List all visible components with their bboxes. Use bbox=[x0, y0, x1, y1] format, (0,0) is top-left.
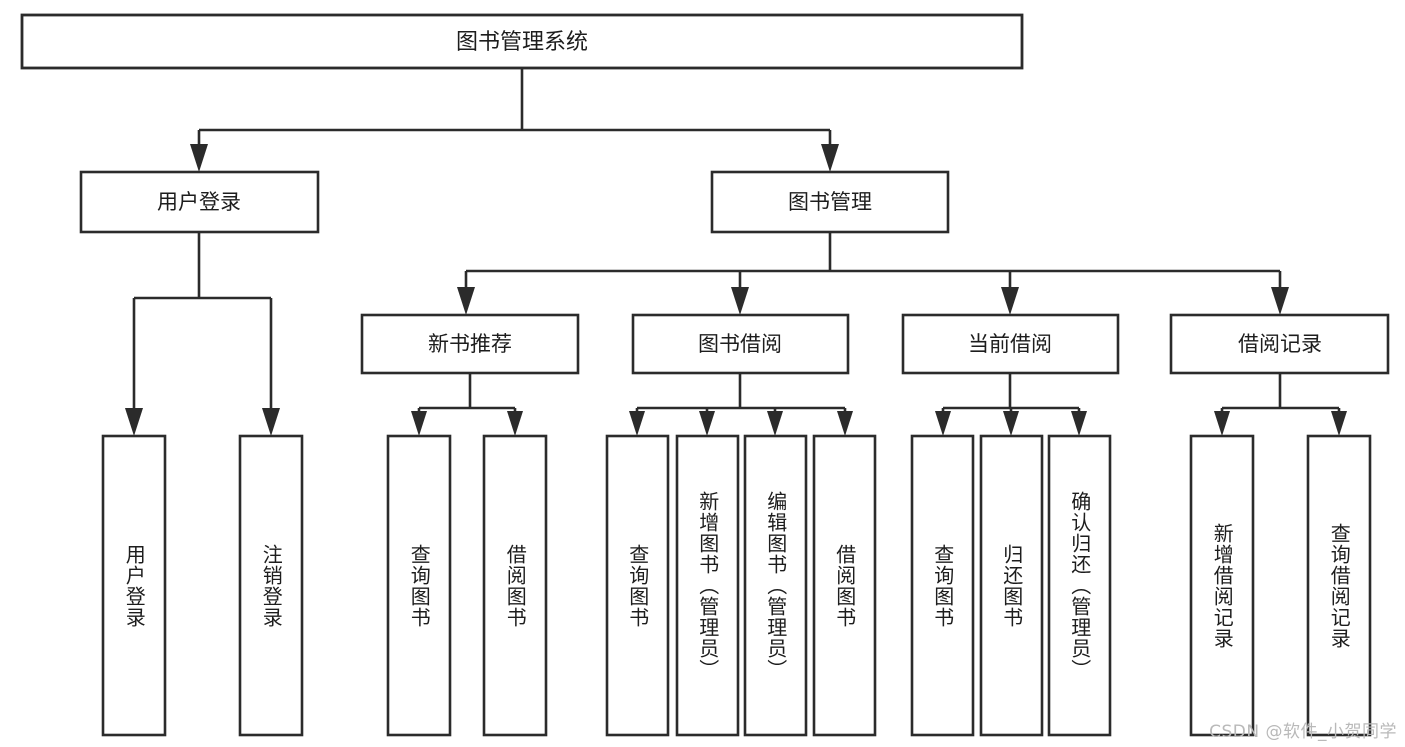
node-leaf-query-book-1[interactable]: 查询图书 bbox=[386, 434, 452, 737]
arrow-head-leaf-logout-login bbox=[262, 408, 280, 436]
node-root[interactable]: 图书管理系统 bbox=[20, 13, 1024, 70]
node-new-book-recommend-box[interactable] bbox=[360, 313, 580, 375]
node-leaf-add-book-label: 新增图书（管理员） bbox=[695, 491, 720, 680]
node-leaf-query-record[interactable]: 查询借阅记录 bbox=[1306, 434, 1372, 737]
arrow-head-user-login bbox=[190, 144, 208, 172]
node-leaf-query-book-3[interactable]: 查询图书 bbox=[910, 434, 975, 737]
node-leaf-borrow-book-2-label: 借阅图书 bbox=[832, 543, 857, 628]
node-leaf-return-book[interactable]: 归还图书 bbox=[979, 434, 1044, 737]
node-leaf-add-record-box[interactable] bbox=[1189, 434, 1255, 737]
node-book-borrow-label: 图书借阅 bbox=[698, 332, 782, 356]
node-user-login-box[interactable] bbox=[79, 170, 320, 234]
node-book-management-box[interactable] bbox=[710, 170, 950, 234]
node-new-book-recommend[interactable]: 新书推荐 bbox=[360, 313, 580, 375]
arrow-head-leaf-borrow-book-2 bbox=[837, 411, 853, 436]
connector-group-root bbox=[190, 68, 839, 172]
node-current-borrow-label: 当前借阅 bbox=[968, 332, 1052, 356]
node-leaf-user-login-label: 用户登录 bbox=[122, 543, 147, 628]
node-leaf-query-record-label: 查询借阅记录 bbox=[1327, 522, 1352, 649]
arrow-head-leaf-borrow-book-1 bbox=[507, 411, 523, 436]
connector-group-book-borrow bbox=[629, 373, 853, 436]
arrow-head-leaf-query-record bbox=[1331, 411, 1347, 436]
arrow-head-book-borrow bbox=[731, 287, 749, 315]
arrow-head-leaf-add-book bbox=[699, 411, 715, 436]
node-leaf-user-login[interactable]: 用户登录 bbox=[101, 434, 167, 737]
node-new-book-recommend-label: 新书推荐 bbox=[428, 332, 512, 356]
node-user-login[interactable]: 用户登录 bbox=[79, 170, 320, 234]
arrow-head-borrow-record bbox=[1271, 287, 1289, 315]
node-leaf-borrow-book-1-label: 借阅图书 bbox=[503, 543, 528, 628]
node-leaf-edit-book-label: 编辑图书（管理员） bbox=[763, 491, 788, 680]
arrow-head-leaf-query-book-3 bbox=[935, 411, 951, 436]
node-leaf-query-book-2[interactable]: 查询图书 bbox=[605, 434, 670, 737]
node-leaf-query-book-2-label: 查询图书 bbox=[625, 543, 650, 628]
arrow-head-leaf-return-book bbox=[1003, 411, 1019, 436]
arrow-head-leaf-edit-book bbox=[767, 411, 783, 436]
node-leaf-return-book-box[interactable] bbox=[979, 434, 1044, 737]
node-leaf-query-book-1-label: 查询图书 bbox=[407, 543, 432, 628]
node-root-label: 图书管理系统 bbox=[456, 30, 588, 55]
node-leaf-query-book-1-box[interactable] bbox=[386, 434, 452, 737]
node-leaf-borrow-book-1-box[interactable] bbox=[482, 434, 548, 737]
connector-group-book-management bbox=[457, 232, 1289, 315]
connector-group-borrow-record bbox=[1214, 373, 1347, 436]
node-leaf-add-book[interactable]: 新增图书（管理员） bbox=[675, 434, 740, 737]
node-leaf-confirm-return-box[interactable] bbox=[1047, 434, 1112, 737]
node-root-box[interactable] bbox=[20, 13, 1024, 70]
connector-group-current-borrow bbox=[935, 373, 1087, 436]
arrow-head-leaf-add-record bbox=[1214, 411, 1230, 436]
node-current-borrow-box[interactable] bbox=[901, 313, 1120, 375]
connector-group-user-login bbox=[125, 232, 280, 436]
node-leaf-add-record-label: 新增借阅记录 bbox=[1210, 522, 1235, 649]
arrow-head-leaf-user-login bbox=[125, 408, 143, 436]
node-leaf-logout-login-box[interactable] bbox=[238, 434, 304, 737]
node-leaf-query-record-box[interactable] bbox=[1306, 434, 1372, 737]
arrow-head-leaf-query-book-2 bbox=[629, 411, 645, 436]
node-book-management[interactable]: 图书管理 bbox=[710, 170, 950, 234]
node-current-borrow[interactable]: 当前借阅 bbox=[901, 313, 1120, 375]
node-leaf-query-book-3-label: 查询图书 bbox=[930, 543, 955, 628]
node-book-management-label: 图书管理 bbox=[788, 190, 872, 214]
arrow-head-new-book-recommend bbox=[457, 287, 475, 315]
node-borrow-record-box[interactable] bbox=[1169, 313, 1390, 375]
node-leaf-confirm-return[interactable]: 确认归还（管理员） bbox=[1047, 434, 1112, 737]
node-leaf-query-book-2-box[interactable] bbox=[605, 434, 670, 737]
node-book-borrow-box[interactable] bbox=[631, 313, 850, 375]
connector-group-new-book-recommend bbox=[411, 373, 523, 436]
node-leaf-borrow-book-2[interactable]: 借阅图书 bbox=[812, 434, 877, 737]
node-borrow-record-label: 借阅记录 bbox=[1238, 332, 1322, 356]
node-leaf-logout-login[interactable]: 注销登录 bbox=[238, 434, 304, 737]
node-leaf-confirm-return-label: 确认归还（管理员） bbox=[1067, 491, 1092, 680]
arrow-head-leaf-query-book-1 bbox=[411, 411, 427, 436]
node-borrow-record[interactable]: 借阅记录 bbox=[1169, 313, 1390, 375]
arrow-head-leaf-confirm-return bbox=[1071, 411, 1087, 436]
node-leaf-logout-login-label: 注销登录 bbox=[259, 543, 284, 628]
arrow-head-book-management bbox=[821, 144, 839, 172]
node-leaf-borrow-book-2-box[interactable] bbox=[812, 434, 877, 737]
arrow-head-current-borrow bbox=[1001, 287, 1019, 315]
node-leaf-add-book-box[interactable] bbox=[675, 434, 740, 737]
node-leaf-user-login-box[interactable] bbox=[101, 434, 167, 737]
node-leaf-return-book-label: 归还图书 bbox=[999, 543, 1024, 628]
node-leaf-borrow-book-1[interactable]: 借阅图书 bbox=[482, 434, 548, 737]
node-book-borrow[interactable]: 图书借阅 bbox=[631, 313, 850, 375]
node-user-login-label: 用户登录 bbox=[157, 190, 241, 214]
node-leaf-edit-book-box[interactable] bbox=[743, 434, 808, 737]
node-leaf-query-book-3-box[interactable] bbox=[910, 434, 975, 737]
node-leaf-edit-book[interactable]: 编辑图书（管理员） bbox=[743, 434, 808, 737]
node-leaf-add-record[interactable]: 新增借阅记录 bbox=[1189, 434, 1255, 737]
